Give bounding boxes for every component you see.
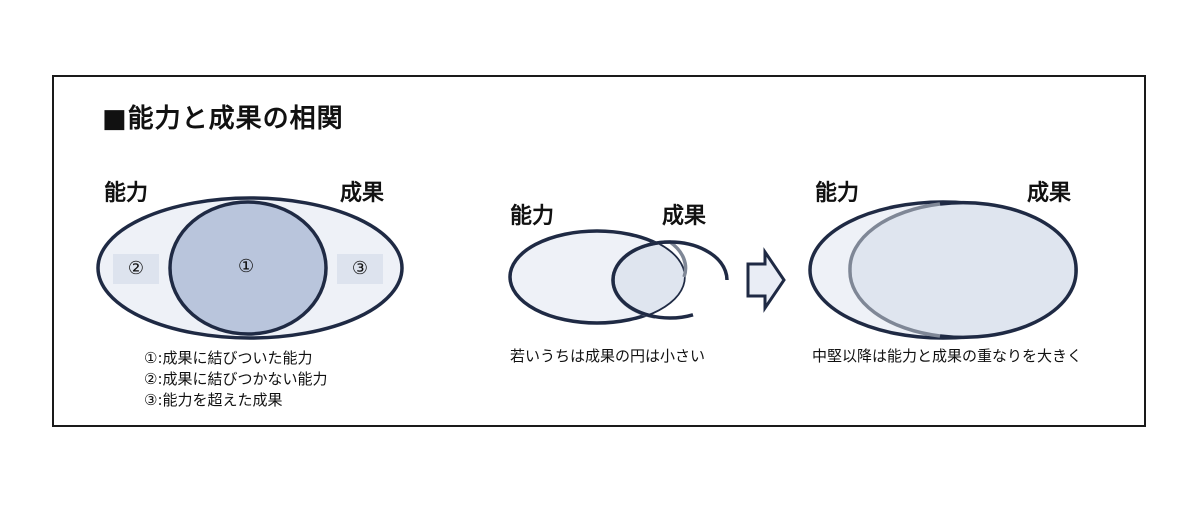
diagram2-caption: 若いうちは成果の円は小さい [510,347,706,365]
diagram1-ellipses [96,196,404,340]
region-3-marker: ③ [337,254,383,284]
diagram2-outcome-label: 成果 [662,204,707,229]
diagram3-overlap-region [850,204,1076,336]
diagram2-ability-label: 能力 [510,204,555,229]
legend-item-3: ③:能力を超えた成果 [144,391,283,409]
diagram1-outcome-label: 成果 [340,181,385,206]
legend-item-2: ②:成果に結びつかない能力 [144,370,328,388]
diagram3-outcome-hidden-arc [848,202,941,338]
diagram1-outcome-ellipse [96,196,404,340]
region-1-marker: ① [238,256,255,277]
diagram-frame [52,75,1146,427]
diagram2-ellipses [508,229,729,325]
diagram3-ellipses [808,200,1078,340]
diagram1-ability-label: 能力 [104,181,149,206]
diagram1-legend: ①:成果に結びついた能力 ②:成果に結びつかない能力 ③:能力を超えた成果 [144,348,328,411]
diagram3-ability-label: 能力 [815,181,860,206]
diagram2-outcome-ellipse [611,240,729,320]
diagram2-overlap-region [613,242,684,318]
diagram3-outcome-label: 成果 [1027,181,1072,206]
diagram3-outcome-arc [939,200,1078,340]
region-2-marker: ② [113,254,159,284]
right-arrow-icon [746,247,786,313]
diagram3-caption: 中堅以降は能力と成果の重なりを大きく [812,347,1083,365]
legend-item-1: ①:成果に結びついた能力 [144,349,313,367]
diagram1-overlap-region [168,200,328,336]
page-title: ■能力と成果の相関 [102,104,344,134]
